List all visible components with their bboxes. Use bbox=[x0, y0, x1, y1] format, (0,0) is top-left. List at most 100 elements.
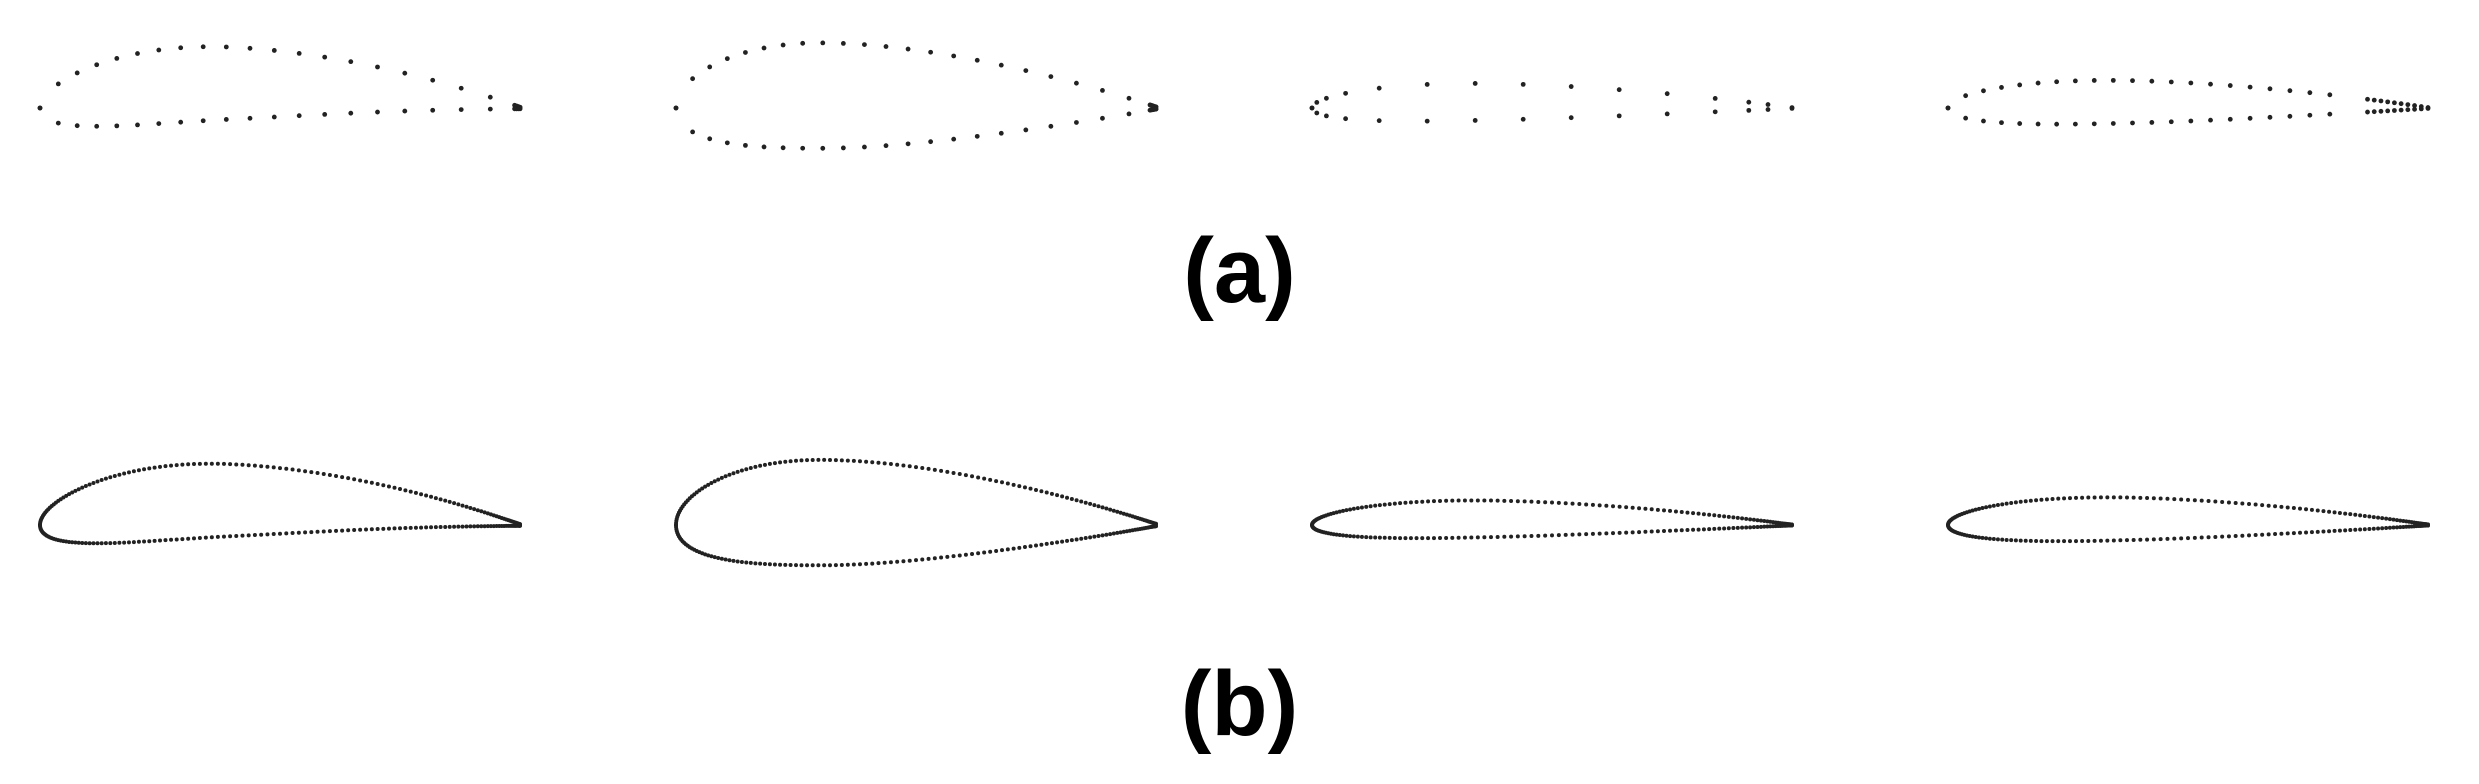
surface-point bbox=[74, 123, 80, 129]
surface-point bbox=[1722, 514, 1727, 519]
surface-point bbox=[169, 537, 174, 542]
surface-point bbox=[2158, 537, 2163, 542]
surface-point bbox=[1509, 534, 1514, 539]
surface-point bbox=[1977, 506, 1982, 511]
surface-point bbox=[1083, 536, 1088, 541]
surface-point bbox=[988, 477, 993, 482]
surface-point bbox=[739, 468, 744, 473]
surface-point bbox=[452, 524, 457, 529]
surface-point bbox=[122, 540, 127, 545]
surface-point bbox=[1482, 535, 1487, 540]
surface-point bbox=[914, 558, 918, 563]
surface-point bbox=[37, 105, 43, 111]
surface-point bbox=[719, 475, 724, 480]
surface-point bbox=[491, 524, 496, 529]
surface-point bbox=[928, 49, 934, 55]
surface-point bbox=[1039, 489, 1044, 494]
surface-point bbox=[2394, 518, 2399, 523]
surface-point bbox=[2337, 528, 2342, 533]
surface-point bbox=[259, 532, 264, 537]
surface-point bbox=[2226, 500, 2231, 505]
surface-point bbox=[2151, 496, 2156, 501]
surface-point bbox=[2072, 78, 2078, 84]
surface-point bbox=[1945, 105, 1951, 111]
surface-point bbox=[364, 527, 369, 532]
surface-point bbox=[1392, 501, 1397, 506]
surface-point bbox=[87, 541, 92, 546]
surface-point bbox=[2138, 537, 2143, 542]
surface-point bbox=[1963, 93, 1969, 99]
surface-point bbox=[932, 556, 937, 561]
surface-point bbox=[2348, 528, 2353, 533]
surface-point bbox=[1074, 80, 1079, 86]
surface-point bbox=[315, 529, 320, 534]
surface-point bbox=[2378, 108, 2384, 114]
surface-point bbox=[1679, 528, 1684, 533]
surface-point bbox=[64, 493, 69, 498]
surface-point bbox=[234, 462, 239, 467]
surface-point bbox=[1088, 501, 1093, 506]
surface-point bbox=[1981, 88, 1986, 94]
surface-point bbox=[2394, 525, 2399, 530]
surface-point bbox=[1438, 498, 1442, 503]
caption-a: (a) bbox=[1183, 220, 1296, 322]
surface-point bbox=[1765, 102, 1771, 107]
surface-point bbox=[346, 476, 351, 481]
surface-point bbox=[76, 487, 81, 492]
surface-point bbox=[982, 550, 987, 555]
surface-point bbox=[2337, 510, 2342, 515]
surface-point bbox=[1079, 536, 1084, 541]
surface-point bbox=[932, 467, 937, 472]
surface-point bbox=[783, 562, 788, 567]
surface-point bbox=[1726, 514, 1731, 519]
surface-point bbox=[758, 561, 763, 566]
surface-point bbox=[114, 123, 120, 129]
surface-point bbox=[1685, 528, 1690, 533]
surface-point bbox=[1472, 118, 1478, 123]
surface-point bbox=[1334, 532, 1339, 537]
surface-point bbox=[215, 461, 220, 466]
surface-point bbox=[1502, 534, 1507, 539]
surface-point bbox=[2034, 538, 2039, 543]
surface-point bbox=[724, 140, 730, 146]
surface-point bbox=[2267, 86, 2273, 92]
surface-point bbox=[1691, 511, 1696, 516]
surface-point bbox=[1034, 543, 1038, 548]
surface-point bbox=[2105, 495, 2110, 500]
surface-point bbox=[386, 526, 391, 531]
surface-point bbox=[1337, 533, 1342, 538]
surface-point bbox=[1616, 113, 1622, 119]
surface-point bbox=[296, 113, 302, 119]
surface-point bbox=[945, 554, 950, 559]
surface-point bbox=[112, 540, 117, 545]
surface-point bbox=[1408, 500, 1413, 505]
surface-point bbox=[2240, 501, 2245, 506]
surface-point bbox=[1092, 503, 1097, 508]
surface-point bbox=[2240, 533, 2245, 538]
surface-point bbox=[290, 467, 295, 472]
surface-point bbox=[398, 487, 402, 492]
surface-point bbox=[2149, 78, 2155, 84]
surface-point bbox=[2017, 82, 2023, 88]
surface-point bbox=[805, 563, 810, 568]
surface-point bbox=[716, 477, 721, 482]
surface-point bbox=[1341, 533, 1346, 538]
surface-point bbox=[2247, 533, 2252, 538]
surface-point bbox=[1403, 500, 1408, 505]
surface-point bbox=[456, 524, 461, 529]
surface-point bbox=[1522, 499, 1527, 504]
surface-point bbox=[315, 471, 320, 476]
surface-point bbox=[1696, 511, 1701, 516]
surface-point bbox=[1364, 535, 1369, 540]
surface-point bbox=[156, 47, 162, 53]
surface-point bbox=[408, 525, 413, 530]
surface-point bbox=[2192, 498, 2197, 503]
surface-point bbox=[87, 482, 92, 487]
surface-point bbox=[240, 533, 245, 538]
surface-point bbox=[2098, 538, 2103, 543]
surface-point bbox=[321, 471, 326, 476]
surface-point bbox=[1995, 537, 2000, 542]
surface-point bbox=[158, 538, 162, 543]
surface-point bbox=[142, 539, 147, 544]
surface-point bbox=[452, 501, 457, 506]
